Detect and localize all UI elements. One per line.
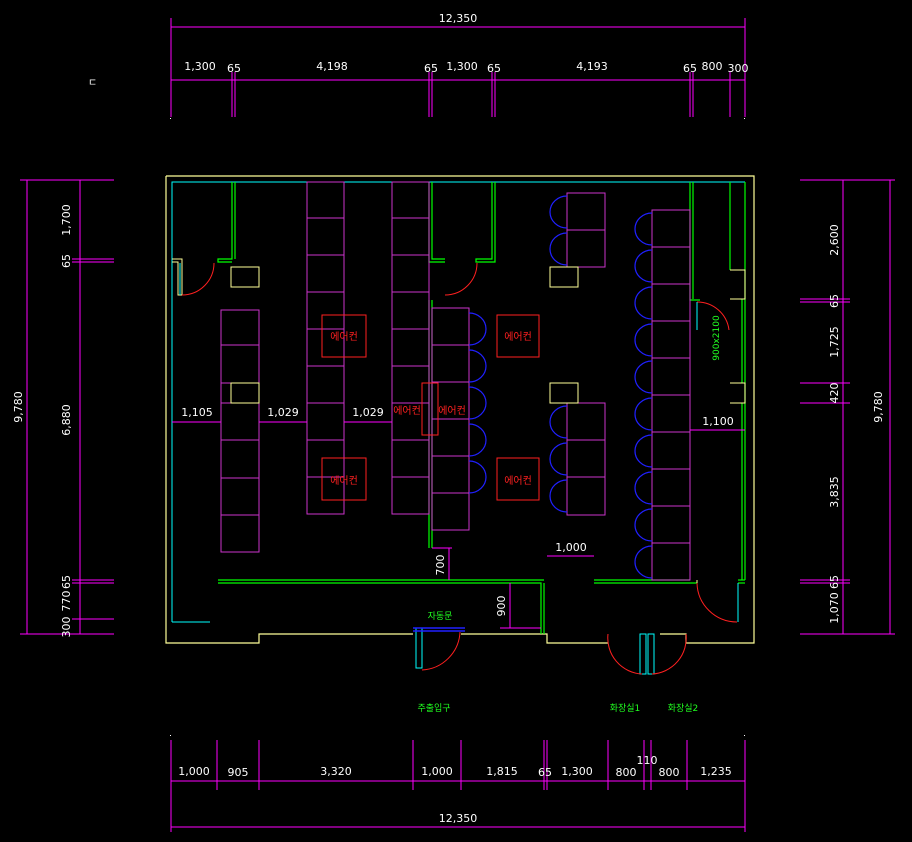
bottom-seg-6: 1,300 xyxy=(561,765,593,778)
right-dimension-labels: 9,780 2,600 65 1,725 420 3,835 65 1,070 xyxy=(828,224,885,624)
right-seg-5: 65 xyxy=(828,575,841,589)
columns xyxy=(230,266,579,404)
top-seg-8: 800 xyxy=(702,60,723,73)
bottom-seg-0: 1,000 xyxy=(178,765,210,778)
main-entrance-label: 주출입구 xyxy=(417,702,450,714)
bottom-seg-10: 1,235 xyxy=(700,765,732,778)
bottom-seg-5: 65 xyxy=(538,766,552,779)
auto-door xyxy=(413,627,465,632)
bottom-seg-4: 1,815 xyxy=(486,765,518,778)
tick-dots xyxy=(170,118,745,736)
interior-dim-3: 1,100 xyxy=(702,415,734,428)
top-seg-9: 300 xyxy=(728,62,749,75)
auto-door-label: 자동문 xyxy=(428,611,453,622)
left-dimension-chain xyxy=(20,179,114,635)
right-dimension-chain xyxy=(800,179,895,635)
top-seg-4: 1,300 xyxy=(446,60,478,73)
left-seg-2: 6,880 xyxy=(60,404,73,436)
top-dimension-labels: 12,350 1,300 65 4,198 65 1,300 65 4,193 … xyxy=(184,12,748,75)
aircon-label-1: 에어컨 xyxy=(330,331,358,343)
top-dimension-chain xyxy=(170,18,746,117)
top-seg-3: 65 xyxy=(424,62,438,75)
top-total-label: 12,350 xyxy=(439,12,478,25)
top-seg-5: 65 xyxy=(487,62,501,75)
restroom1-label: 화장실1 xyxy=(610,703,641,714)
right-seg-6: 1,070 xyxy=(828,592,841,624)
aircon-label-5: 에어컨 xyxy=(393,405,421,417)
right-total-label: 9,780 xyxy=(872,391,885,423)
corner-mark: ㄷ xyxy=(88,78,97,89)
top-seg-2: 4,198 xyxy=(316,60,348,73)
interior-dim-4: 1,000 xyxy=(555,541,587,554)
aircon-label-3: 에어컨 xyxy=(330,475,358,487)
right-seg-4: 3,835 xyxy=(828,476,841,508)
bottom-seg-7: 800 xyxy=(616,766,637,779)
interior-dim-0: 1,105 xyxy=(181,406,213,419)
top-seg-7: 65 xyxy=(683,62,697,75)
right-seg-0: 2,600 xyxy=(828,224,841,256)
interior-dimension-lines xyxy=(172,421,745,629)
left-seg-5: 300 xyxy=(60,617,73,638)
right-seg-1: 65 xyxy=(828,294,841,308)
bottom-seg-9: 800 xyxy=(659,766,680,779)
bottom-seg-1: 905 xyxy=(228,766,249,779)
restroom2-label: 화장실2 xyxy=(668,703,699,714)
door-size-note: 900x2100 xyxy=(712,315,722,361)
left-dimension-labels: 9,780 1,700 65 6,880 65 770 300 xyxy=(12,204,73,637)
top-seg-6: 4,193 xyxy=(576,60,608,73)
door-leaves xyxy=(179,263,739,622)
interior-dim-2: 1,029 xyxy=(352,406,384,419)
inner-glass-line xyxy=(171,181,745,675)
bottom-dimension-labels: 1,000 905 3,320 1,000 1,815 65 1,300 800… xyxy=(178,754,732,825)
top-seg-1: 65 xyxy=(227,62,241,75)
aircon-labels: 에어컨 에어컨 에어컨 에어컨 에어컨 에어컨 xyxy=(330,331,532,487)
left-seg-3: 65 xyxy=(60,575,73,589)
furniture xyxy=(220,181,691,581)
aircon-label-2: 에어컨 xyxy=(504,331,532,343)
right-seg-2: 1,725 xyxy=(828,326,841,358)
interior-dim-5: 700 xyxy=(434,555,447,576)
interior-dimension-labels: 1,105 1,029 1,029 1,100 1,000 700 900 xyxy=(181,406,734,617)
chairs xyxy=(468,195,653,579)
bottom-seg-2: 3,320 xyxy=(320,765,352,778)
bottom-seg-3: 1,000 xyxy=(421,765,453,778)
bottom-seg-8: 110 xyxy=(637,754,658,767)
top-seg-0: 1,300 xyxy=(184,60,216,73)
left-seg-1: 65 xyxy=(60,254,73,268)
left-seg-4: 770 xyxy=(60,591,73,612)
bottom-total-label: 12,350 xyxy=(439,812,478,825)
interior-dim-1: 1,029 xyxy=(267,406,299,419)
air-conditioners xyxy=(321,314,540,501)
left-total-label: 9,780 xyxy=(12,391,25,423)
interior-dim-6: 900 xyxy=(495,596,508,617)
aircon-label-4: 에어컨 xyxy=(504,475,532,487)
outer-walls xyxy=(165,175,755,644)
aircon-label-6: 에어컨 xyxy=(438,405,466,417)
left-seg-0: 1,700 xyxy=(60,204,73,236)
right-seg-3: 420 xyxy=(828,383,841,404)
bottom-dimension-chain xyxy=(170,740,746,832)
door-swings xyxy=(181,262,738,675)
